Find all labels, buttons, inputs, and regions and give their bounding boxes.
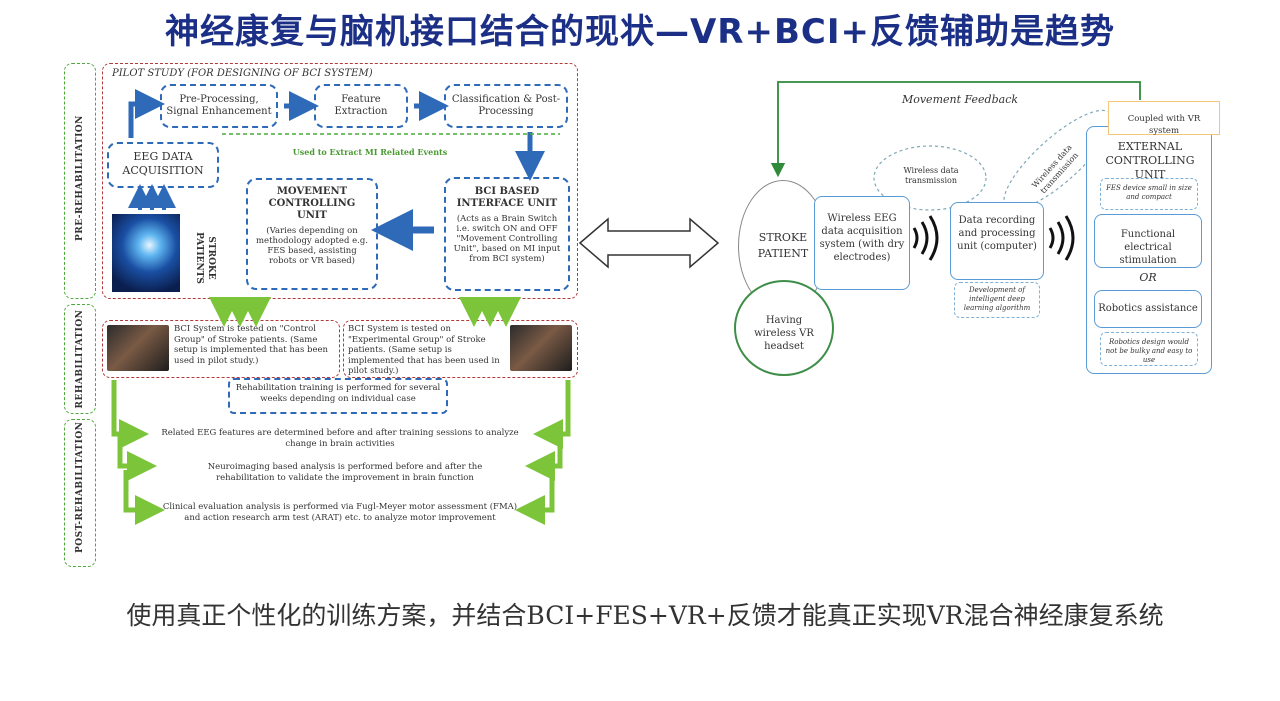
data-recording-label: Data recording and processing unit (comp… — [957, 215, 1037, 252]
robotics-note-label: Robotics design would not be bulky and e… — [1105, 338, 1193, 364]
post-neuroimaging-text: Neuroimaging based analysis is performed… — [207, 462, 483, 483]
vr-headset-node — [734, 280, 834, 376]
training-text: Rehabilitation training is performed for… — [235, 383, 441, 404]
bci-interface-box — [444, 177, 570, 291]
post-clinical-text: Clinical evaluation analysis is performe… — [162, 502, 518, 523]
feature-label: Feature Extraction — [334, 94, 388, 117]
external-unit-title: EXTERNAL CONTROLLING UNIT — [1105, 140, 1195, 181]
dev-algorithm-label: Development of intelligent deep learning… — [963, 286, 1031, 312]
wireless-eeg-label: Wireless EEG data acquisition system (wi… — [819, 213, 905, 263]
double-arrow — [578, 217, 720, 269]
fes-note-label: FES device small in size and compact — [1106, 184, 1192, 201]
dev-algorithm-box — [954, 282, 1040, 318]
coupled-vr-label: Coupled with VR system — [1127, 114, 1201, 136]
rehab-phase-frame — [64, 304, 96, 414]
slide-title: 神经康复与脑机接口结合的现状—VR+BCI+反馈辅助是趋势 — [165, 12, 1115, 52]
wireless-data-label: Wireless data transmission — [903, 166, 959, 185]
preprocessing-label: Pre-Processing, Signal Enhancement — [166, 94, 272, 117]
movement-unit-body: (Varies depending on methodology adopted… — [256, 226, 368, 266]
fes-label: Functional electrical stimulation — [1119, 229, 1177, 266]
eeg-acquisition-box — [107, 142, 219, 188]
training-box — [228, 378, 448, 414]
post-rehab-phase-frame — [64, 419, 96, 567]
wireless-eeg-box — [814, 196, 910, 290]
classification-label: Classification & Post-Processing — [451, 94, 561, 117]
data-recording-box — [950, 202, 1044, 280]
bci-interface-body: (Acts as a Brain Switch i.e. switch ON a… — [453, 214, 561, 264]
stroke-patient-label: STROKE PATIENT — [757, 231, 809, 260]
experimental-group-photo — [510, 325, 572, 371]
robotics-box — [1094, 290, 1202, 328]
pre-rehab-phase-frame — [64, 63, 96, 299]
control-group-photo — [107, 325, 169, 371]
feature-box — [314, 84, 408, 128]
coupled-vr-box — [1108, 101, 1220, 135]
or-label: OR — [1139, 271, 1157, 284]
control-group-text: BCI System is tested on "Control Group" … — [174, 324, 328, 366]
movement-unit-title: MOVEMENT CONTROLLING UNIT — [268, 186, 356, 221]
slide-caption: 使用真正个性化的训练方案，并结合BCI+FES+VR+反馈才能真正实现VR混合神… — [126, 601, 1164, 630]
brain-image — [112, 214, 180, 292]
post-eeg-text: Related EEG features are determined befo… — [161, 428, 519, 449]
fes-note-box — [1100, 178, 1198, 210]
movement-feedback-label: Movement Feedback — [901, 93, 1019, 106]
robotics-note-box — [1100, 332, 1198, 366]
movement-unit-box — [246, 178, 378, 290]
pilot-study-label: PILOT STUDY (FOR DESIGNING OF BCI SYSTEM… — [112, 68, 373, 79]
experimental-group-text: BCI System is tested on "Experimental Gr… — [348, 324, 500, 376]
vr-headset-label: Having wireless VR headset — [754, 315, 814, 352]
pilot-study-frame — [102, 63, 578, 299]
left-connectors — [111, 89, 571, 525]
mi-events-note: Used to Extract MI Related Events — [292, 147, 448, 157]
fes-box — [1094, 214, 1202, 268]
robotics-label: Robotics assistance — [1098, 303, 1198, 314]
bci-interface-title: BCI BASED INTERFACE UNIT — [456, 186, 558, 209]
eeg-acquisition-label: EEG DATA ACQUISITION — [122, 150, 204, 177]
